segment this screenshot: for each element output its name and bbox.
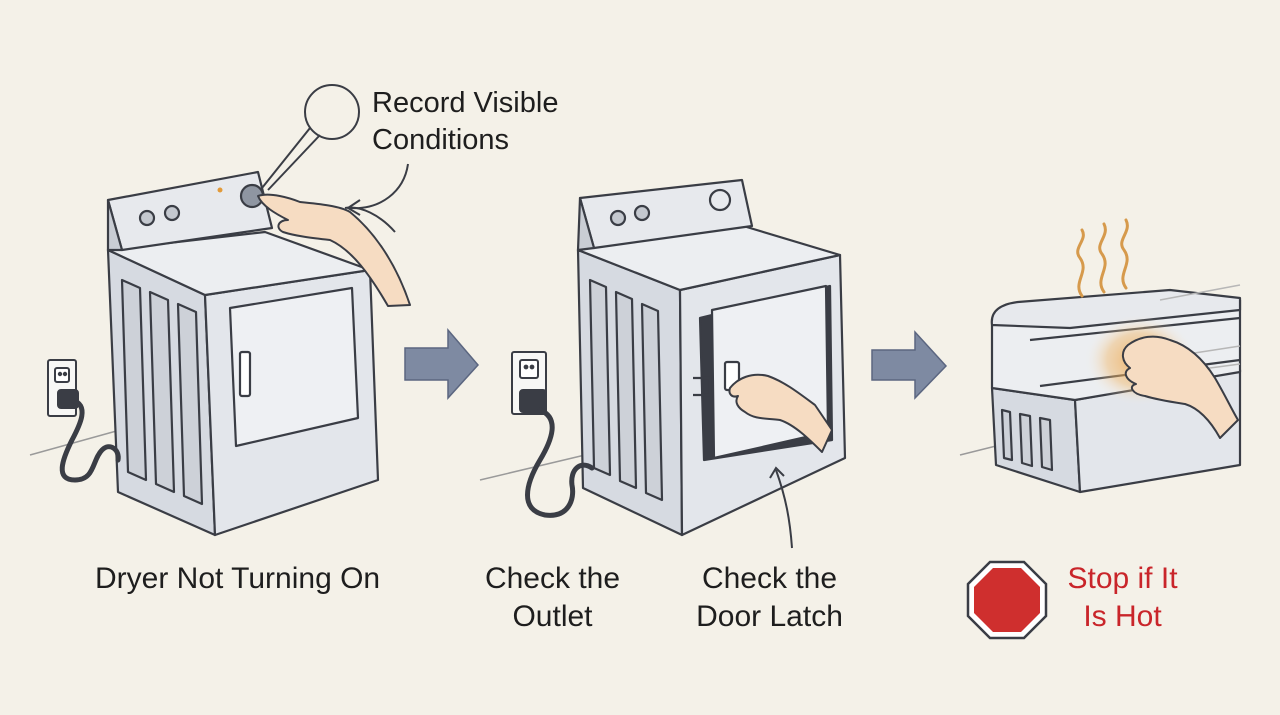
arrow-right-icon xyxy=(404,327,480,400)
step-check-outlet-line-2: Outlet xyxy=(512,600,593,633)
heat-waves-icon xyxy=(1076,218,1129,298)
hand-icon xyxy=(1122,335,1239,439)
power-cord-icon xyxy=(59,397,121,483)
step-check-door-latch-line-1: Check the xyxy=(701,562,838,595)
callout-line-1: Record Visible xyxy=(372,87,559,119)
step-check-door-latch: Check the Door Latch xyxy=(682,560,857,636)
callout-arrow xyxy=(346,163,409,216)
arrow-right-icon xyxy=(871,330,948,400)
dryer-icon xyxy=(576,178,847,537)
callout-record-visible-conditions: Record Visible Conditions xyxy=(372,85,558,159)
speech-bubble-icon xyxy=(261,84,360,191)
wall-outlet-icon xyxy=(47,359,79,417)
step-stop-if-hot: Stop if It Is Hot xyxy=(1055,560,1190,636)
hand-icon xyxy=(728,373,833,453)
callout-arrow xyxy=(769,466,793,549)
dryer-icon xyxy=(990,288,1242,494)
wall-outlet-icon xyxy=(511,351,547,415)
callout-line-2: Conditions xyxy=(372,124,510,156)
step-stop-if-hot-line-1: Stop if It xyxy=(1067,562,1178,595)
power-cord-icon xyxy=(525,407,595,518)
step-check-outlet: Check the Outlet xyxy=(470,560,635,636)
step-stop-if-hot-line-2: Is Hot xyxy=(1083,600,1162,633)
step-check-outlet-line-1: Check the xyxy=(484,562,621,595)
floor-line xyxy=(29,429,1001,481)
step-check-door-latch-line-2: Door Latch xyxy=(696,600,843,633)
stop-sign-icon xyxy=(966,560,1048,640)
step-dryer-not-turning-on: Dryer Not Turning On xyxy=(95,562,381,595)
dryer-icon xyxy=(106,170,380,537)
